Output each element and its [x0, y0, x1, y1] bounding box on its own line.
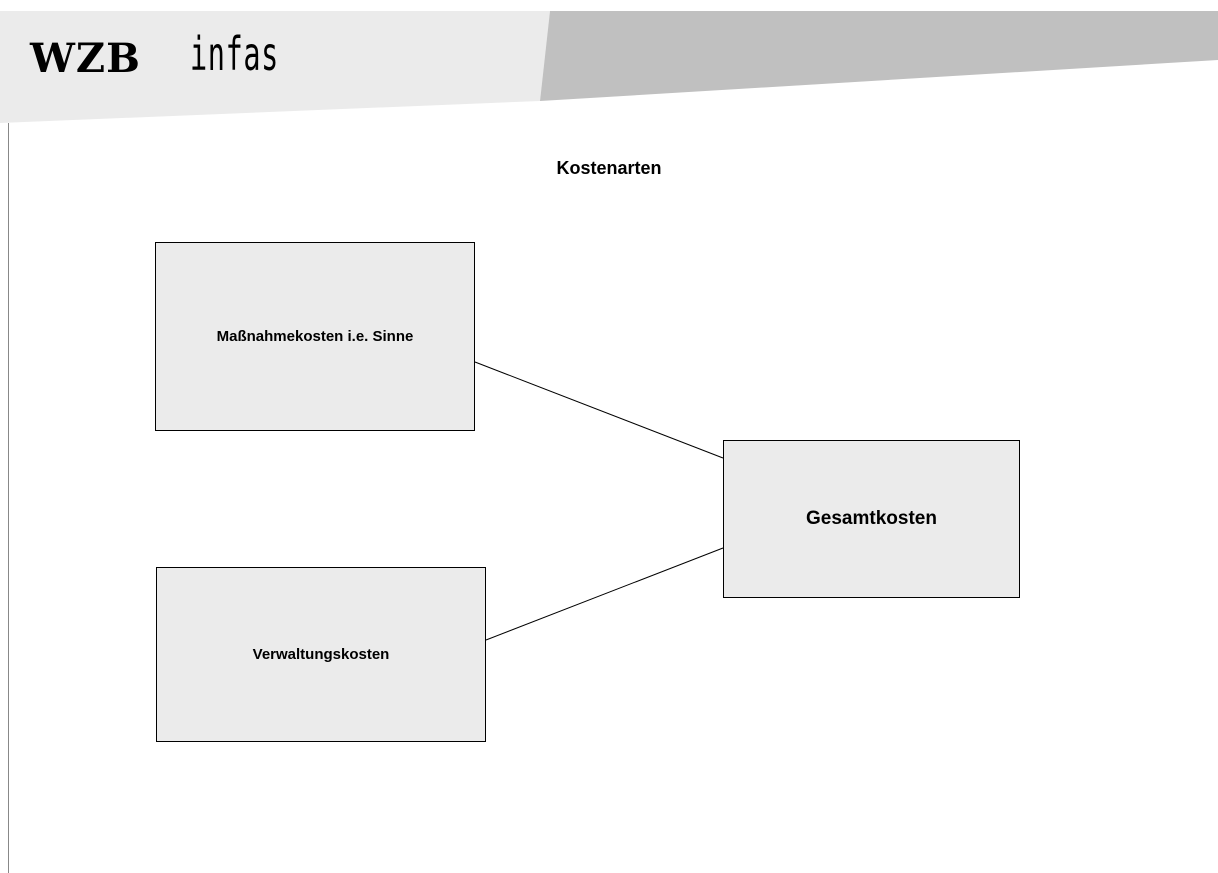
- node-verwaltungskosten: Verwaltungskosten: [156, 567, 486, 742]
- header-light-panel: [0, 11, 550, 123]
- header-banner: [0, 11, 1218, 123]
- infas-logo: infas: [190, 27, 279, 81]
- node-verwaltungskosten-label: Verwaltungskosten: [252, 646, 390, 663]
- node-gesamtkosten-label: Gesamtkosten: [806, 508, 937, 529]
- left-border-line: [8, 123, 9, 873]
- diagram-title: Kostenarten: [556, 158, 662, 178]
- wzb-logo: WZB: [30, 35, 141, 82]
- edge-massnahme-gesamt: [474, 361, 724, 459]
- edge-verwaltung-gesamt: [485, 547, 724, 641]
- header-dark-panel: [540, 11, 1218, 101]
- node-massnahmekosten-label: Maßnahmekosten i.e. Sinne: [216, 328, 414, 345]
- node-gesamtkosten: Gesamtkosten: [723, 440, 1020, 598]
- node-massnahmekosten: Maßnahmekosten i.e. Sinne: [155, 242, 475, 431]
